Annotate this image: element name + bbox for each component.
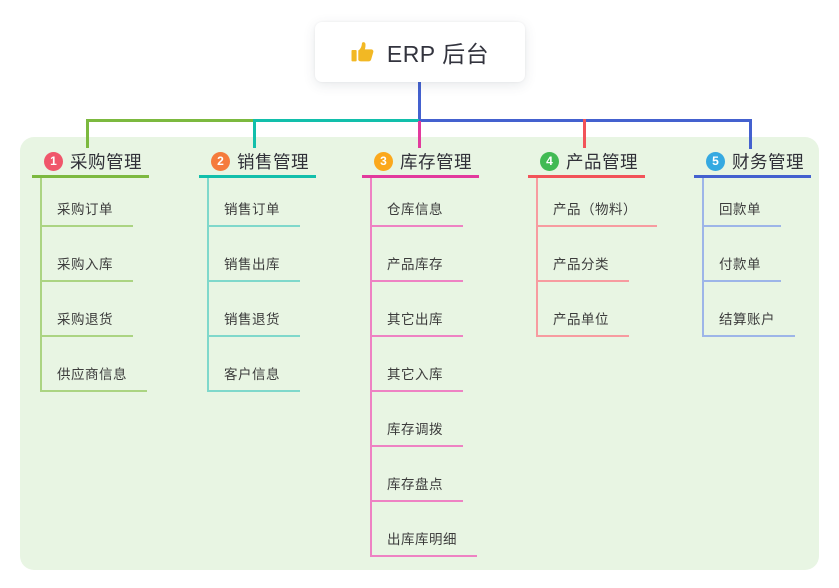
branch-number-badge: 3: [374, 151, 393, 171]
branches-background-panel: [20, 137, 819, 570]
node-product-category[interactable]: 产品分类: [538, 227, 629, 282]
branch-label: 库存管理: [400, 151, 472, 172]
node-product-unit[interactable]: 产品单位: [538, 282, 629, 337]
node-other-outbound[interactable]: 其它出库: [372, 282, 463, 337]
branch-label: 财务管理: [732, 151, 804, 172]
connector-drop-branch-1: [86, 119, 89, 148]
branch-purchase-header[interactable]: 1 采购管理: [32, 147, 149, 178]
branch-finance-children: 回款单 付款单 结算账户: [702, 178, 811, 337]
branch-sales-children: 销售订单 销售出库 销售退货 客户信息: [207, 178, 316, 392]
branch-sales-header[interactable]: 2 销售管理: [199, 147, 316, 178]
branch-product-children: 产品（物料） 产品分类 产品单位: [536, 178, 657, 337]
node-purchase-return[interactable]: 采购退货: [42, 282, 133, 337]
node-sales-return[interactable]: 销售退货: [209, 282, 300, 337]
root-node[interactable]: ERP 后台: [315, 22, 525, 82]
node-purchase-inbound[interactable]: 采购入库: [42, 227, 133, 282]
branch-finance-header[interactable]: 5 财务管理: [694, 147, 811, 178]
connector-root-vertical: [418, 82, 421, 121]
node-stock-check[interactable]: 库存盘点: [372, 447, 463, 502]
branch-sales: 2 销售管理 销售订单 销售出库 销售退货 客户信息: [199, 147, 316, 392]
connector-horizontal-teal: [253, 119, 421, 122]
node-product-stock[interactable]: 产品库存: [372, 227, 463, 282]
branch-number-badge: 2: [211, 151, 230, 171]
node-receipt-bill[interactable]: 回款单: [704, 178, 781, 227]
connector-drop-branch-4: [583, 119, 586, 148]
branch-inventory-children: 仓库信息 产品库存 其它出库 其它入库 库存调拨 库存盘点 出库库明细: [370, 178, 479, 557]
branch-purchase-children: 采购订单 采购入库 采购退货 供应商信息: [40, 178, 149, 392]
node-payment-bill[interactable]: 付款单: [704, 227, 781, 282]
node-supplier-info[interactable]: 供应商信息: [42, 337, 147, 392]
node-outbound-detail[interactable]: 出库库明细: [372, 502, 477, 557]
branch-purchase: 1 采购管理 采购订单 采购入库 采购退货 供应商信息: [32, 147, 149, 392]
branch-finance: 5 财务管理 回款单 付款单 结算账户: [694, 147, 811, 337]
branch-number-badge: 5: [706, 151, 725, 171]
connector-horizontal-green: [86, 119, 255, 122]
branch-inventory: 3 库存管理 仓库信息 产品库存 其它出库 其它入库 库存调拨 库存盘点 出库库…: [362, 147, 479, 557]
thumbs-up-icon: [351, 40, 376, 65]
branch-number-badge: 1: [44, 151, 63, 171]
branch-inventory-header[interactable]: 3 库存管理: [362, 147, 479, 178]
node-sales-outbound[interactable]: 销售出库: [209, 227, 300, 282]
node-product-material[interactable]: 产品（物料）: [538, 178, 657, 227]
branch-product: 4 产品管理 产品（物料） 产品分类 产品单位: [528, 147, 657, 337]
branch-label: 销售管理: [237, 151, 309, 172]
node-sales-order[interactable]: 销售订单: [209, 178, 300, 227]
branch-label: 产品管理: [566, 151, 638, 172]
node-other-inbound[interactable]: 其它入库: [372, 337, 463, 392]
node-purchase-order[interactable]: 采购订单: [42, 178, 133, 227]
node-settlement-account[interactable]: 结算账户: [704, 282, 795, 337]
node-customer-info[interactable]: 客户信息: [209, 337, 300, 392]
branch-number-badge: 4: [540, 151, 559, 171]
node-stock-transfer[interactable]: 库存调拨: [372, 392, 463, 447]
connector-drop-branch-3: [418, 121, 421, 148]
branch-label: 采购管理: [70, 151, 142, 172]
connector-drop-branch-5: [749, 119, 752, 149]
connector-drop-branch-2: [253, 119, 256, 148]
root-node-title: ERP 后台: [386, 41, 490, 67]
node-warehouse-info[interactable]: 仓库信息: [372, 178, 463, 227]
branch-product-header[interactable]: 4 产品管理: [528, 147, 645, 178]
